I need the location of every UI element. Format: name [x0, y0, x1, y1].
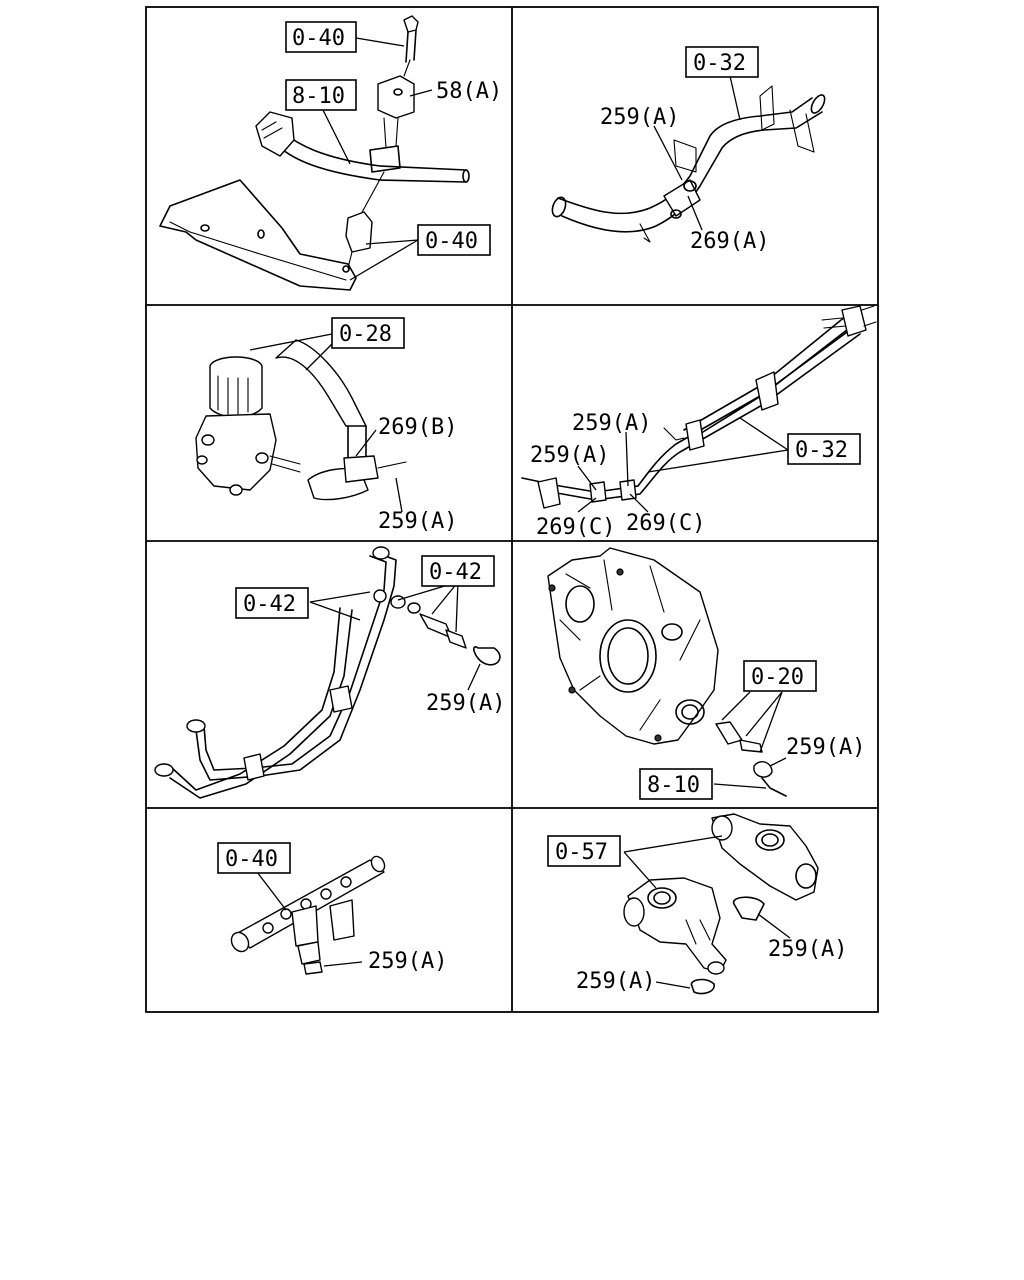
ref-box-0-42-right [421, 555, 495, 587]
diagram-grid [145, 6, 879, 1013]
leader-lines [249, 37, 791, 989]
part-label-58a: 58(A) [436, 79, 502, 104]
part-label-259a-mid: 259(A) [530, 443, 609, 468]
part-label-259a-pipe: 259(A) [600, 105, 679, 130]
ref-label-0-57-housing: 0-57 [555, 840, 608, 865]
clip-58a-drawing [359, 75, 415, 217]
part-label-269c-right: 269(C) [626, 511, 705, 536]
ref-label-0-32-pipe: 0-32 [693, 51, 746, 76]
ref-box-8-10-sensor [639, 768, 713, 800]
ref-box-0-32-pipe [685, 46, 759, 78]
part-label-259a-rail: 259(A) [368, 949, 447, 974]
part-label-269c-left: 269(C) [536, 515, 615, 540]
ref-label-0-28-hose: 0-28 [339, 322, 392, 347]
bracket-plate-drawing [159, 179, 357, 291]
part-label-259a-bottom: 259(A) [576, 969, 655, 994]
ref-box-0-40-rail [217, 842, 291, 874]
fitting-parts-drawing [373, 589, 501, 666]
ref-box-8-10-harness [285, 79, 357, 111]
part-label-259a-hose: 259(A) [378, 509, 457, 534]
ref-box-0-57-housing [547, 835, 621, 867]
ref-label-0-42-right: 0-42 [429, 560, 482, 585]
bolt-drawing [403, 15, 419, 77]
ref-label-0-32-pipes: 0-32 [795, 438, 848, 463]
ref-label-8-10-harness: 8-10 [292, 84, 345, 109]
panel-thermostat-housing [623, 813, 819, 995]
upper-housing-drawing [711, 813, 819, 921]
ref-box-0-42-left [235, 587, 309, 619]
ref-label-0-40-bolt: 0-40 [292, 26, 345, 51]
panel-water-pipe [551, 85, 826, 243]
panel-fuel-pump [195, 339, 407, 501]
ref-label-0-40-rail: 0-40 [225, 847, 278, 872]
sensor-drawing [715, 721, 787, 797]
panel-harness-bracket [159, 15, 470, 291]
ref-label-0-20-sensor: 0-20 [751, 665, 804, 690]
ref-label-8-10-sensor: 8-10 [647, 773, 700, 798]
ref-box-0-32-pipes [787, 433, 861, 465]
part-label-259a-top: 259(A) [572, 411, 651, 436]
wire-harness-drawing [255, 111, 470, 183]
hose-drawing [275, 339, 407, 501]
lower-housing-drawing [623, 877, 727, 995]
pump-drawing [195, 356, 301, 496]
part-label-259a-right: 259(A) [768, 937, 847, 962]
ref-label-0-42-left: 0-42 [243, 592, 296, 617]
ref-box-0-40-bolt [285, 21, 357, 53]
clip-lower-drawing [345, 211, 373, 269]
panel-injection-pipes [154, 546, 501, 799]
part-label-269a-pipe: 269(A) [690, 229, 769, 254]
ref-label-0-40-bracket: 0-40 [425, 229, 478, 254]
ref-box-0-20-sensor [743, 660, 817, 692]
ref-box-0-40-bracket [417, 224, 491, 256]
part-label-259a-fitting: 259(A) [426, 691, 505, 716]
ref-box-0-28-hose [331, 317, 405, 349]
panel-fuel-rail [230, 855, 386, 975]
panel-twin-pipes [521, 305, 877, 509]
panel-engine-housing [547, 547, 787, 797]
part-label-259a-sensor: 259(A) [786, 735, 865, 760]
part-label-269b: 269(B) [378, 415, 457, 440]
